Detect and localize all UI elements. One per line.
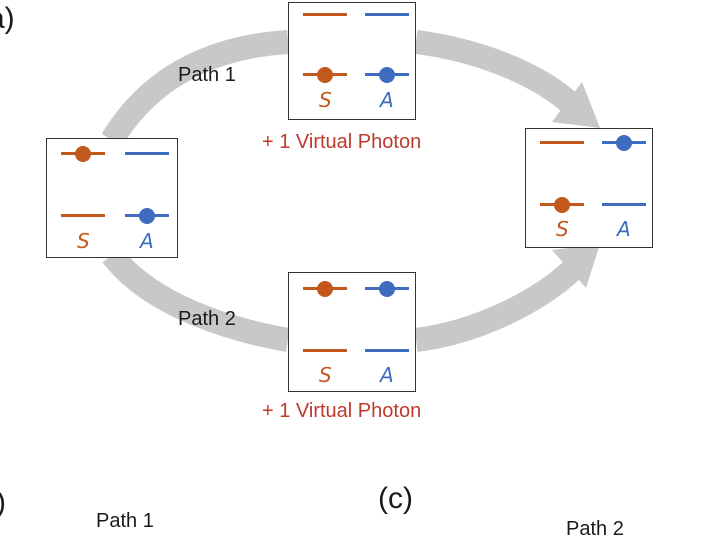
a-lower-level — [365, 349, 409, 352]
a-upper-level — [602, 134, 646, 151]
path-1-label-bottom: Path 1 — [96, 510, 154, 532]
virtual-photon-label-bottom: + 1 Virtual Photon — [262, 400, 422, 422]
arrow-lower-right — [414, 261, 581, 352]
a-lower-level — [125, 207, 169, 224]
s-electron — [317, 280, 333, 297]
path-2-label: Path 2 — [178, 308, 236, 330]
arrowhead-upper — [552, 82, 600, 128]
s-electron — [317, 66, 333, 83]
s-electron — [75, 145, 91, 162]
s-symbol: S — [319, 88, 332, 112]
a-electron — [379, 66, 395, 83]
a-electron — [379, 280, 395, 297]
s-symbol: S — [77, 229, 90, 253]
arrow-upper-right — [414, 30, 581, 114]
final-state-box: S A — [525, 128, 653, 248]
a-lower-level — [365, 66, 409, 83]
s-lower-level — [540, 196, 584, 213]
energy-level-diagram: a) ) (c) Path 1 Path 2 Path 1 Path 2 + 1… — [0, 2, 653, 540]
initial-state-box: S A — [46, 138, 178, 258]
panel-label-c: (c) — [378, 482, 413, 515]
s-upper-level — [303, 280, 347, 297]
a-symbol: A — [140, 229, 154, 253]
s-lower-level — [303, 66, 347, 83]
path-1-intermediate-box: S A — [288, 2, 416, 120]
virtual-photon-label-top: + 1 Virtual Photon — [262, 131, 422, 153]
panel-label-b: ) — [0, 486, 6, 520]
path-1-label: Path 1 — [178, 64, 236, 86]
s-symbol: S — [319, 363, 332, 387]
s-symbol: S — [556, 217, 569, 241]
arrowhead-lower — [552, 244, 600, 288]
arrow-lower-left — [102, 247, 291, 352]
a-symbol: A — [380, 88, 394, 112]
a-symbol: A — [380, 363, 394, 387]
s-lower-level — [303, 349, 347, 352]
s-lower-level — [61, 214, 105, 217]
s-upper-level — [61, 145, 105, 162]
s-upper-level — [303, 13, 347, 16]
cycle-arrows — [101, 30, 600, 352]
arrow-upper-left — [101, 30, 289, 147]
a-upper-level — [125, 152, 169, 155]
a-electron — [616, 134, 632, 151]
s-upper-level — [540, 141, 584, 144]
a-lower-level — [602, 203, 646, 206]
a-electron — [139, 207, 155, 224]
a-upper-level — [365, 280, 409, 297]
path-2-intermediate-box: S A — [288, 272, 416, 392]
panel-label-a: a) — [0, 2, 15, 35]
a-upper-level — [365, 13, 409, 16]
a-symbol: A — [617, 217, 631, 241]
s-electron — [554, 196, 570, 213]
